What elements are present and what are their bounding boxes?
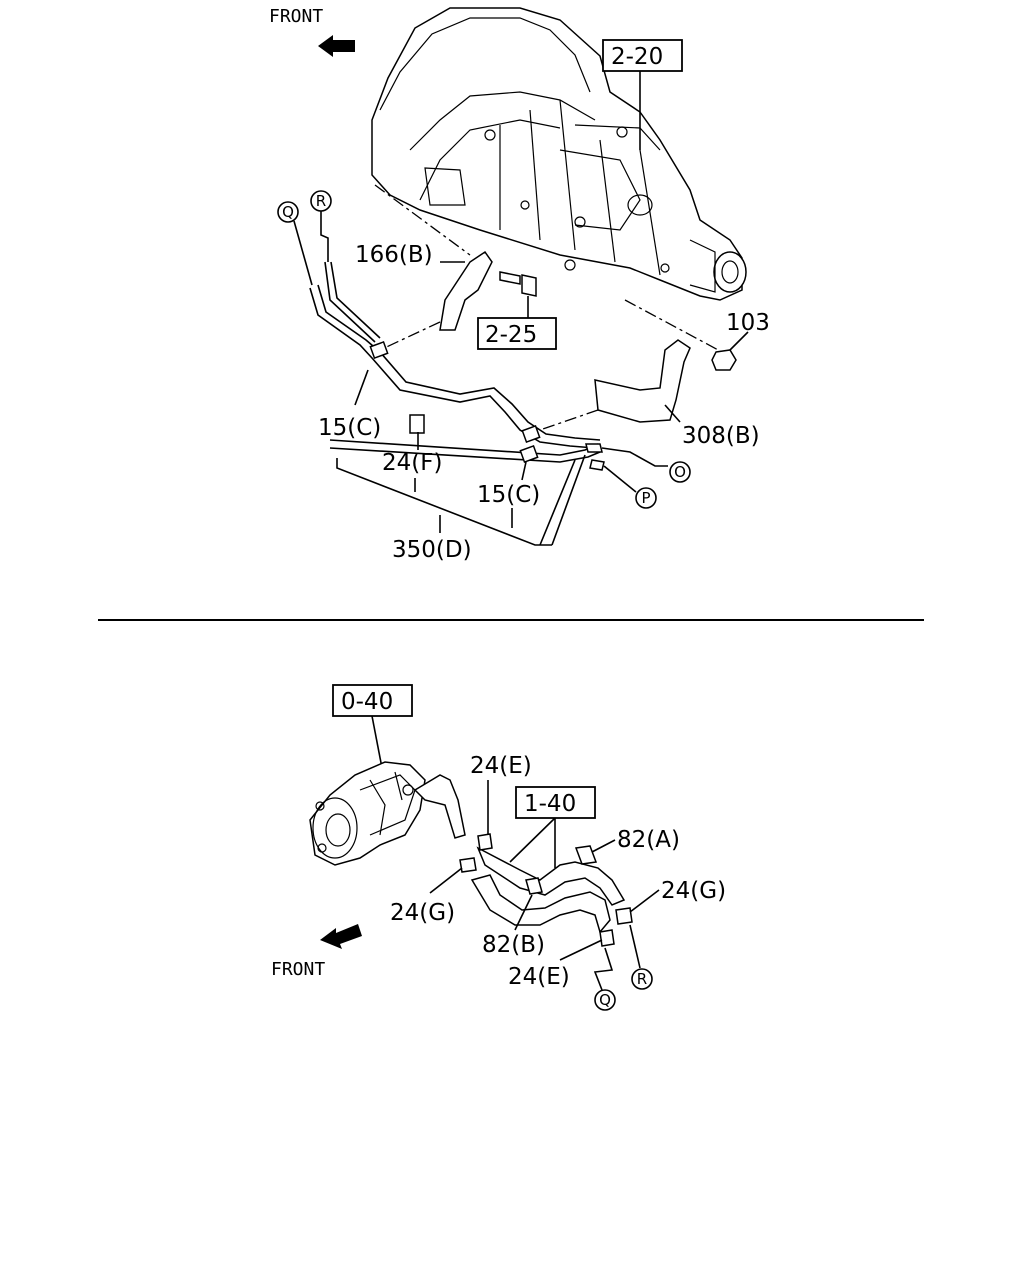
front-label-top: FRONT [269,6,323,27]
front-arrow-icon [318,35,355,57]
bracket-308b [594,339,691,423]
circle-marker-q-bottom-label: Q [599,991,611,1009]
label-166b: 166(B) [355,242,433,268]
front-label-bottom: FRONT [271,959,325,980]
circle-marker-o-label: O [674,463,686,481]
label-24f: 24(F) [382,450,442,476]
ref-box-2-20-label: 2-20 [611,44,663,70]
circle-marker-r-bottom [631,968,653,990]
label-24g-a: 24(G) [661,878,726,904]
ref-box-2-25 [477,317,557,350]
label-82b: 82(B) [482,932,545,958]
circle-marker-q-top-label: Q [282,203,294,221]
bracket-166b [439,250,493,331]
ref-box-2-20 [602,39,683,72]
ref-box-0-40-label: 0-40 [341,689,393,715]
circle-marker-q-bottom [594,989,616,1011]
label-15c-a: 15(C) [318,415,381,441]
front-arrow-bottom-icon [320,924,362,949]
circle-marker-o [669,461,691,483]
circle-marker-p-label: P [641,489,650,507]
circle-marker-q-top [277,201,299,223]
ref-box-0-40 [332,684,413,717]
label-308b: 308(B) [682,423,760,449]
circle-marker-r-top-label: R [316,192,326,210]
label-350d: 350(D) [392,537,472,563]
label-15c-b: 15(C) [477,482,540,508]
ref-box-2-25-label: 2-25 [485,322,537,348]
label-24e-a: 24(E) [470,753,532,779]
bottom-diagram: 0-40 1-40 24(E) [271,684,726,1011]
label-82a: 82(A) [617,827,680,853]
label-103: 103 [726,310,770,336]
ref-box-1-40-label: 1-40 [524,791,576,817]
circle-marker-r-bottom-label: R [637,970,647,988]
clip-24f [409,414,425,434]
label-24g-b: 24(G) [390,900,455,926]
label-24e-b: 24(E) [508,964,570,990]
transmission-illustration [371,7,747,301]
top-diagram: FRONT 2-20 [269,6,770,563]
circle-marker-p [635,487,657,509]
water-pump-illustration [309,761,466,866]
hose-lower [470,874,611,934]
